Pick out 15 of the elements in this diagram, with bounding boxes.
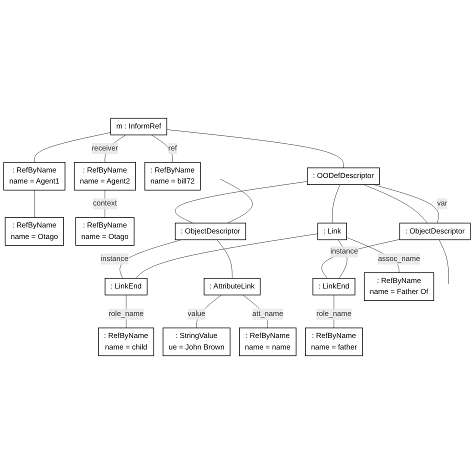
connector bbox=[135, 233, 318, 279]
connector bbox=[175, 181, 308, 224]
connector bbox=[34, 132, 111, 163]
connector bbox=[120, 240, 182, 279]
connector bbox=[373, 184, 439, 224]
connector bbox=[34, 190, 35, 218]
connector bbox=[438, 240, 449, 284]
connector bbox=[220, 178, 253, 224]
connector bbox=[166, 129, 344, 168]
connector bbox=[151, 134, 173, 163]
connector bbox=[363, 184, 428, 224]
connector bbox=[104, 190, 106, 218]
connector bbox=[332, 184, 340, 224]
connector bbox=[196, 294, 222, 328]
connector bbox=[216, 240, 232, 279]
